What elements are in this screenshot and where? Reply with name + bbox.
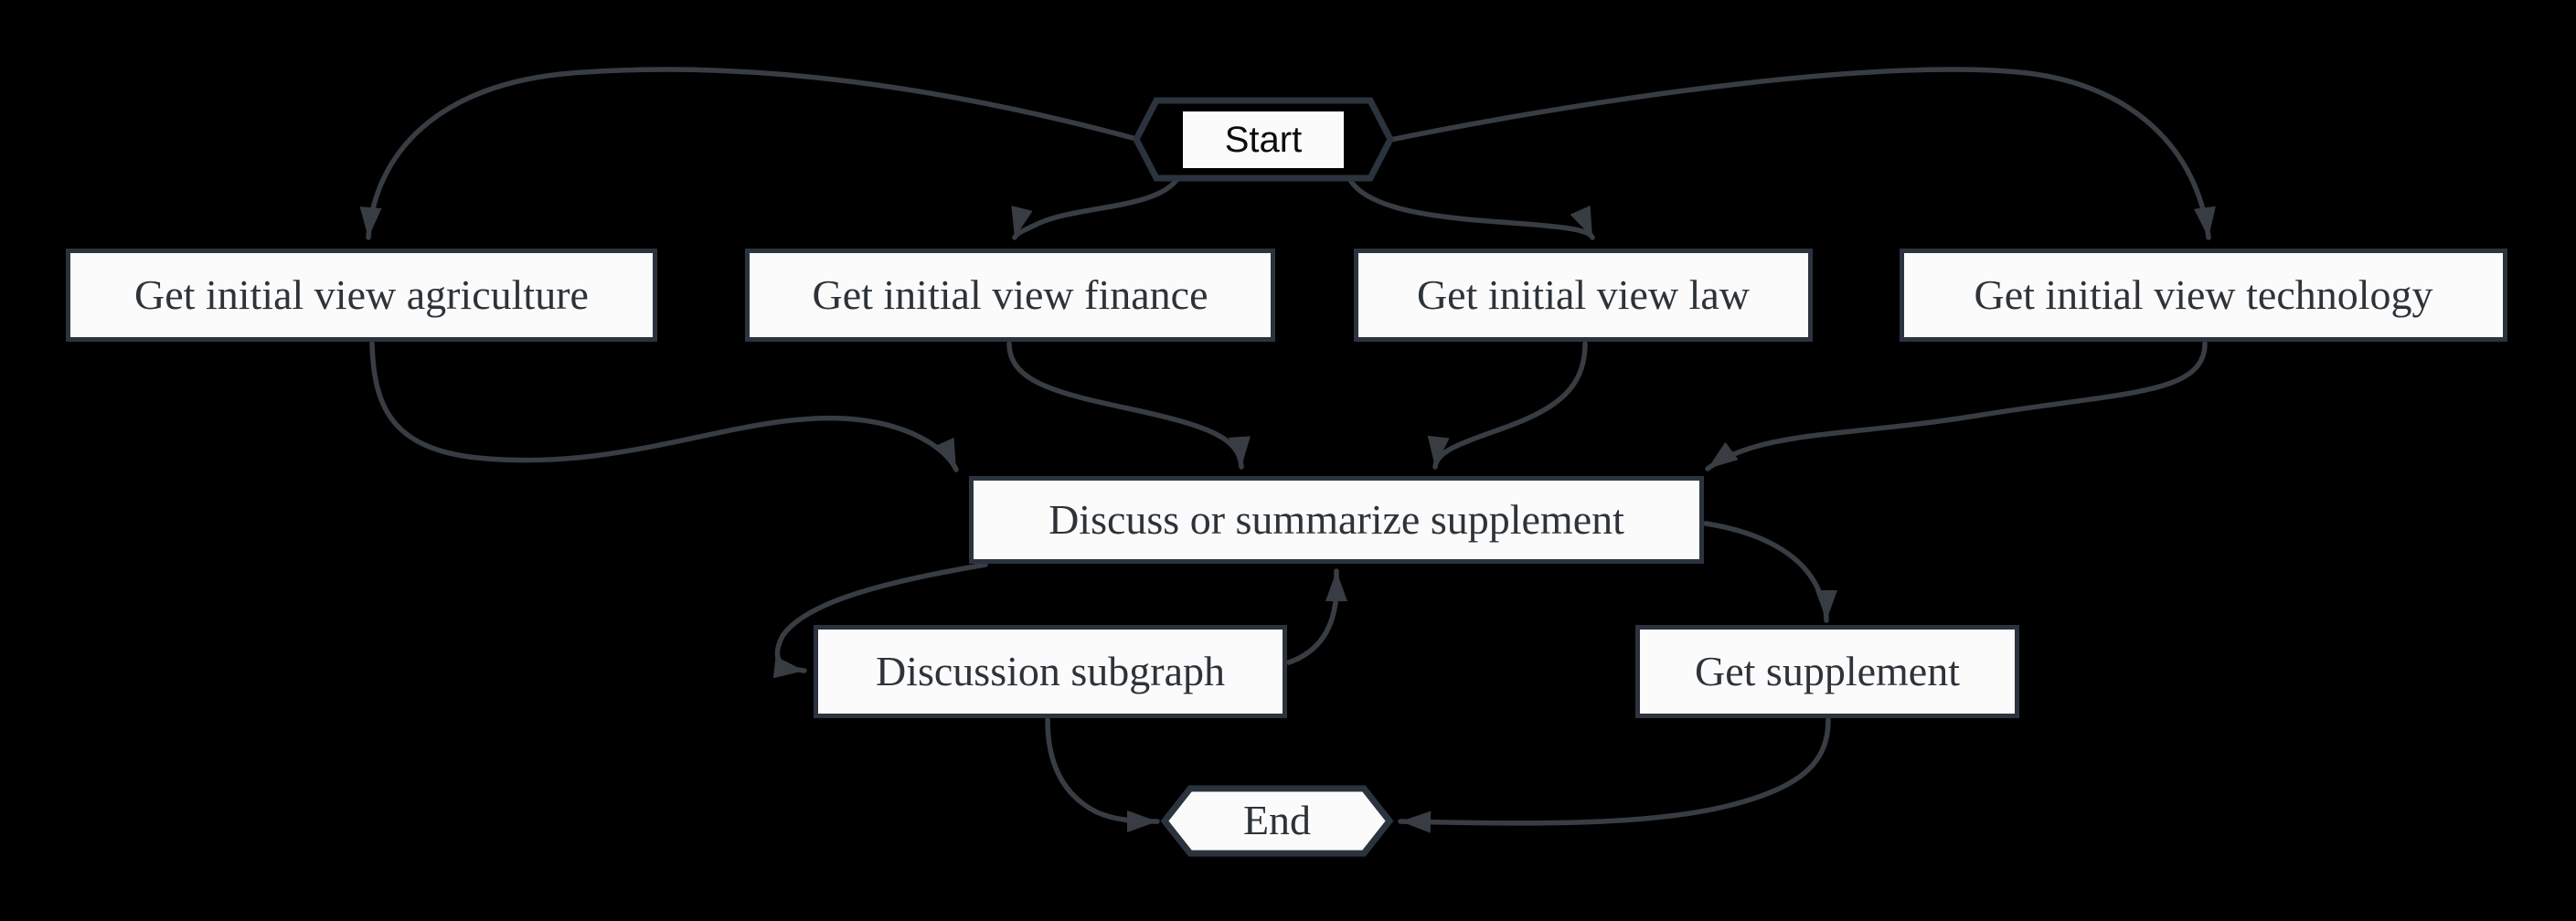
node-get-supplement-label: Get supplement [1695, 647, 1960, 694]
node-agriculture: Get initial view agriculture [66, 249, 657, 342]
edge-start-technology [1388, 67, 2216, 240]
edge-agriculture-discuss [369, 341, 959, 472]
end-hexagon-shape [1160, 785, 1394, 857]
edge-start-agriculture [359, 67, 1139, 240]
node-start-label: Start [1182, 111, 1345, 168]
edge-start-finance [1011, 177, 1179, 240]
edge-discussion-subgraph-discuss [1286, 568, 1347, 665]
node-finance-label: Get initial view finance [812, 270, 1208, 318]
edge-get-supplement-end [1398, 717, 1831, 833]
edge-start-law [1347, 177, 1595, 240]
node-discuss: Discuss or summarize supplement [969, 476, 1704, 564]
edge-discuss-get-supplement [1703, 521, 1837, 623]
node-agriculture-label: Get initial view agriculture [134, 270, 589, 318]
node-start: Start [1133, 97, 1394, 182]
node-law-label: Get initial view law [1416, 270, 1751, 318]
node-discussion-subgraph: Discussion subgraph [814, 625, 1287, 718]
edge-technology-discuss [1705, 341, 2208, 471]
node-discuss-label: Discuss or summarize supplement [1048, 495, 1624, 543]
edge-discuss-discussion-subgraph [772, 562, 988, 679]
node-end: End [1160, 785, 1394, 857]
edge-law-discuss [1427, 341, 1588, 470]
edge-finance-discuss [1006, 341, 1251, 470]
node-technology: Get initial view technology [1900, 249, 2507, 342]
node-get-supplement: Get supplement [1635, 625, 2019, 718]
node-technology-label: Get initial view technology [1974, 270, 2433, 318]
node-finance: Get initial view finance [745, 249, 1275, 342]
node-discussion-subgraph-label: Discussion subgraph [875, 647, 1226, 694]
edge-discussion-subgraph-end [1045, 717, 1160, 832]
node-end-label: End [1242, 797, 1312, 844]
node-law: Get initial view law [1354, 249, 1813, 342]
start-hexagon-shape [1133, 97, 1394, 182]
